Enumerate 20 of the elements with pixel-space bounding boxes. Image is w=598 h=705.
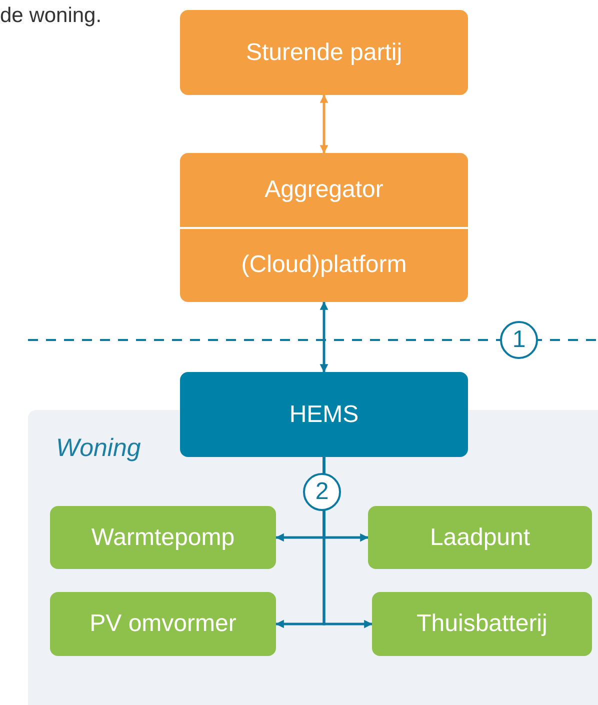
note-text: de woning. <box>0 4 102 28</box>
box-text: Laadpunt <box>428 522 532 552</box>
box-text: PV omvormer <box>88 609 238 639</box>
box-text: (Cloud)platform <box>180 226 468 302</box>
device-box <box>50 592 276 656</box>
area-title: Woning <box>56 434 141 463</box>
device-box <box>368 506 592 569</box>
arrow <box>320 302 328 372</box>
process-box <box>180 153 468 302</box>
process-box <box>180 372 468 457</box>
box-text: Aggregator <box>264 174 384 205</box>
process-box <box>180 10 468 95</box>
box-text: Sturende partij <box>244 38 404 68</box>
callout-number: 1 <box>500 321 538 359</box>
device-box <box>372 592 592 656</box>
device-box <box>50 506 276 569</box>
box-text: Warmtepomp <box>90 522 236 552</box>
arrow <box>320 94 328 154</box>
box-text: Thuisbatterij <box>416 609 548 639</box>
box-text: HEMS <box>288 400 360 430</box>
